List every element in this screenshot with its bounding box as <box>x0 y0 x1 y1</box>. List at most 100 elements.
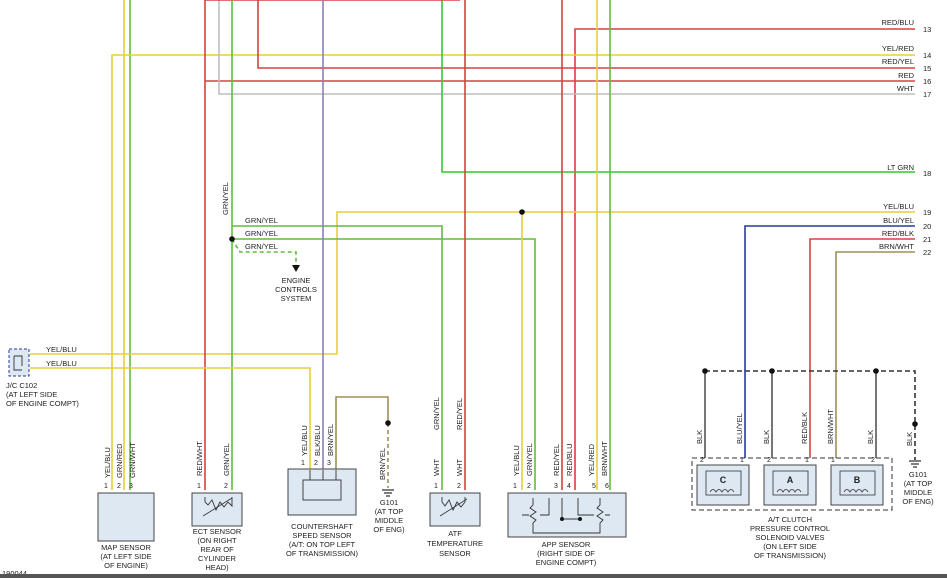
diagram-id: 190044 <box>2 569 27 578</box>
pin-number: 2 <box>314 460 318 467</box>
wire-label: GRN/YEL <box>245 216 278 225</box>
pin-number: 2 <box>871 457 875 464</box>
wire-grn-yel-to-atf <box>232 225 443 490</box>
wire-number: 13 <box>923 25 931 34</box>
wire-label-vertical: BRN/WHT <box>600 441 609 476</box>
splice-dot <box>873 368 879 374</box>
wire-label-vertical: YEL/RED <box>587 443 596 476</box>
atf-sensor-label: ATF <box>448 529 462 538</box>
jc-label: (AT LEFT SIDE <box>6 390 57 399</box>
pin-number: 2 <box>767 457 771 464</box>
wire-label-vertical: RED/BLU <box>565 443 574 476</box>
pin-number: 5 <box>592 483 596 490</box>
wire-label-vertical: GRN/RED <box>115 443 124 478</box>
pin-number: 2 <box>457 483 461 490</box>
pin-number: 1 <box>104 483 108 490</box>
thermistor-arrow <box>439 498 468 517</box>
wire-number: 15 <box>923 64 931 73</box>
pin-number: 3 <box>327 460 331 467</box>
solenoids-label: (ON LEFT SIDE <box>763 542 817 551</box>
wire-label: RED/YEL <box>882 57 914 66</box>
countershaft-label: SPEED SENSOR <box>292 531 352 540</box>
jc-label: J/C C102 <box>6 381 37 390</box>
wire-15-red-yel <box>257 0 915 69</box>
map-sensor-label: MAP SENSOR <box>101 543 151 552</box>
g101-label: G101 <box>909 470 927 479</box>
solenoid-c-label: C <box>720 475 727 485</box>
app-sensor: YEL/BLU GRN/YEL RED/YEL RED/BLU YEL/RED … <box>507 441 627 567</box>
junction-dots <box>229 209 918 427</box>
pin-number: 1 <box>301 460 305 467</box>
ect-sensor-label: REAR OF <box>200 545 234 554</box>
wire-label: YEL/RED <box>882 44 915 53</box>
wire-13-red-blu <box>574 28 915 490</box>
wire-label: YEL/BLU <box>883 202 914 211</box>
wire-number: 17 <box>923 90 931 99</box>
countershaft-label: COUNTERSHAFT <box>291 522 353 531</box>
wire-sol-ground <box>705 370 916 460</box>
engine-controls-label: ENGINE <box>282 276 311 285</box>
thermistor-icon <box>204 497 233 512</box>
g101-right: BLK G101 (AT TOP MIDDLE OF ENG) <box>902 432 934 506</box>
wire-label-vertical: WHT <box>432 459 441 476</box>
countershaft-speed-sensor: YEL/BLU BLK/BLU BRN/YEL 1 2 3 COUNTERSHA… <box>286 424 358 558</box>
wire-label-vertical: BRN/YEL <box>378 448 387 480</box>
solenoid-b-label: B <box>854 475 861 485</box>
sensor-element-icon <box>302 479 342 501</box>
wire-label-vertical: GRN/WHT <box>128 442 137 478</box>
wire-20-blu-yel <box>744 225 915 458</box>
wire-label-vertical: BLU/YEL <box>735 413 744 444</box>
pin-number: 2 <box>224 483 228 490</box>
g101-label: (AT TOP <box>375 507 404 516</box>
solenoid-valves: BLK BLU/YEL BLK RED/BLK BRN/WHT BLK 2 1 … <box>691 409 893 560</box>
pin-number: 4 <box>567 483 571 490</box>
solenoids-label: A/T CLUTCH <box>768 515 812 524</box>
ect-sensor-body <box>191 492 243 527</box>
wire-label-vertical: YEL/BLU <box>512 445 521 476</box>
ect-sensor-label: (ON RIGHT <box>197 536 237 545</box>
pin-number: 1 <box>740 457 744 464</box>
right-wire-labels: RED/BLU 13 YEL/RED 14 RED/YEL 15 RED 16 … <box>879 18 931 257</box>
splice-dot <box>912 421 918 427</box>
wire-18-lt-grn <box>441 0 915 173</box>
wire-ect-red-wht <box>204 0 460 490</box>
splice-dot <box>702 368 708 374</box>
app-sensor-label: (RIGHT SIDE OF <box>537 549 595 558</box>
solenoid-b-coil <box>839 470 876 496</box>
wire-grn-yel-to-ecs <box>231 238 297 268</box>
bottom-bar <box>0 574 947 578</box>
wire-label: YEL/BLU <box>46 359 77 368</box>
app-sensor-label: APP SENSOR <box>542 540 591 549</box>
solenoids-label: OF TRANSMISSION) <box>754 551 826 560</box>
wire-number: 21 <box>923 235 931 244</box>
splice-dot <box>385 420 391 426</box>
atf-sensor-label: SENSOR <box>439 549 471 558</box>
wire-label-vertical: BLK <box>866 430 875 444</box>
map-sensor-label: (AT LEFT SIDE <box>100 552 151 561</box>
pin-number: 1 <box>831 457 835 464</box>
g101-label: OF ENG) <box>902 497 934 506</box>
wire-label-vertical: GRN/YEL <box>525 443 534 476</box>
splice-dot <box>769 368 775 374</box>
coil-icon <box>843 489 869 493</box>
wire-number: 14 <box>923 51 931 60</box>
splice-dot <box>578 517 582 521</box>
wire-label-vertical: BRN/YEL <box>326 424 335 456</box>
atf-sensor-body <box>429 492 481 527</box>
pin-number: 3 <box>554 483 558 490</box>
solenoid-a-label: A <box>787 475 794 485</box>
coil-icon <box>709 489 735 493</box>
jc-c102: YEL/BLU YEL/BLU J/C C102 (AT LEFT SIDE O… <box>6 345 79 408</box>
wire-label-vertical: RED/BLK <box>800 412 809 444</box>
g101-label: (AT TOP <box>904 479 933 488</box>
solenoid-c-coil <box>705 470 742 496</box>
thermistor-icon <box>441 497 466 512</box>
ground-icon <box>909 460 921 468</box>
g101-label: MIDDLE <box>375 516 403 525</box>
wire-label-vertical: GRN/YEL <box>221 182 230 215</box>
wire-number: 18 <box>923 169 931 178</box>
potentiometer-2-icon <box>577 498 610 530</box>
ect-sensor: RED/WHT GRN/YEL 1 2 ECT SENSOR (ON RIGHT… <box>191 441 243 572</box>
thermistor-arrow <box>202 497 233 517</box>
